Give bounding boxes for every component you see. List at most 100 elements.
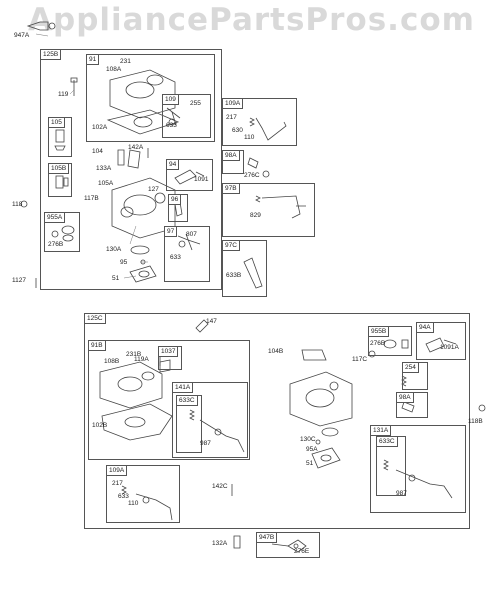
group-98A-upper: 98A — [222, 150, 244, 174]
callout-276E: 276E — [294, 548, 310, 555]
callout-130C: 130C — [300, 436, 316, 443]
group-label: 633C — [176, 395, 198, 406]
callout-110: 110 — [244, 134, 255, 141]
group-955A: 955A — [44, 212, 80, 252]
group-131A: 131A — [370, 425, 466, 513]
callout-987-141A: 987 — [200, 440, 211, 447]
group-125C: 125C — [84, 313, 470, 529]
callout-1091: 1091 — [194, 176, 209, 183]
callout-119: 119 — [58, 91, 69, 98]
callout-217-lower: 217 — [112, 480, 123, 487]
group-label: 109 — [162, 94, 179, 105]
group-633C-131A: 633C — [376, 436, 406, 496]
callout-255: 255 — [190, 100, 201, 107]
group-label: 125B — [40, 49, 62, 60]
group-label: 91 — [86, 54, 100, 65]
group-109: 109 — [162, 94, 211, 138]
callout-102B: 102B — [92, 422, 108, 429]
callout-117B: 117B — [84, 195, 99, 202]
callout-127: 127 — [148, 186, 159, 193]
callout-630: 630 — [232, 127, 243, 134]
callout-130A: 130A — [106, 246, 122, 253]
callout-947A: 947A — [14, 32, 30, 39]
callout-51-lower: 51 — [306, 460, 314, 467]
group-label: 98A — [396, 392, 414, 403]
group-109A-lower: 109A — [106, 465, 180, 523]
group-label: 125C — [84, 313, 106, 324]
callout-95: 95 — [120, 259, 128, 266]
callout-633-97: 633 — [170, 254, 181, 261]
callout-1091A: 1091A — [440, 344, 459, 351]
group-94A: 94A — [416, 322, 466, 360]
group-label: 91B — [88, 340, 106, 351]
callout-231: 231 — [120, 58, 131, 65]
callout-987-131A: 987 — [396, 490, 407, 497]
group-91: 91 — [86, 54, 215, 142]
callout-95A: 95A — [306, 446, 318, 453]
callout-102A: 102A — [92, 124, 108, 131]
group-label: 131A — [370, 425, 392, 436]
group-955B: 955B — [368, 326, 412, 356]
callout-104B: 104B — [268, 348, 284, 355]
group-label: 1037 — [158, 346, 179, 357]
group-109A-upper: 109A — [222, 98, 297, 146]
group-label: 141A — [172, 382, 194, 393]
group-label: 254 — [402, 362, 419, 373]
callout-110-lower: 110 — [128, 500, 139, 507]
callout-276B-lower: 276B — [370, 340, 386, 347]
group-1037: 1037 — [158, 346, 182, 370]
callout-105A: 105A — [98, 180, 114, 187]
callout-829: 829 — [250, 212, 261, 219]
callout-117C: 117C — [352, 356, 368, 363]
group-94: 94 — [166, 159, 213, 191]
group-125B: 125B — [40, 49, 222, 290]
group-947B: 947B — [256, 532, 320, 558]
group-label: 105 — [48, 117, 65, 128]
callout-104: 104 — [92, 148, 103, 155]
group-label: 97B — [222, 183, 240, 194]
group-91B: 91B — [88, 340, 250, 460]
callout-108A: 108A — [106, 66, 122, 73]
group-254: 254 — [402, 362, 428, 390]
callout-231B: 231B — [126, 351, 142, 358]
group-label: 947B — [256, 532, 278, 543]
callout-132A: 132A — [212, 540, 228, 547]
group-633C-141A: 633C — [176, 395, 202, 453]
group-97B: 97B — [222, 183, 315, 237]
group-96: 96 — [168, 194, 188, 222]
group-label: 98A — [222, 150, 240, 161]
group-label: 109A — [222, 98, 244, 109]
group-105: 105 — [48, 117, 72, 157]
group-97C: 97C — [222, 240, 267, 297]
callout-142C: 142C — [212, 483, 228, 490]
group-label: 105B — [48, 163, 70, 174]
watermark: AppliancePartsPros.com — [28, 2, 475, 38]
group-105B: 105B — [48, 163, 72, 197]
callout-108B: 108B — [104, 358, 120, 365]
group-label: 633C — [376, 436, 398, 447]
callout-142A: 142A — [128, 144, 144, 151]
callout-119A: 119A — [134, 356, 149, 363]
callout-807: 807 — [186, 231, 197, 238]
callout-51: 51 — [112, 275, 120, 282]
group-label: 97C — [222, 240, 240, 251]
group-label: 955B — [368, 326, 390, 337]
group-label: 96 — [168, 194, 182, 205]
callout-118B: 118B — [468, 418, 483, 425]
group-label: 97 — [164, 226, 178, 237]
group-label: 94A — [416, 322, 434, 333]
group-label: 955A — [44, 212, 66, 223]
callout-276B: 276B — [48, 241, 64, 248]
group-label: 109A — [106, 465, 128, 476]
callout-276C: 276C — [244, 172, 260, 179]
callout-633B: 633B — [226, 272, 242, 279]
callout-1127: 1127 — [12, 277, 26, 284]
group-label: 94 — [166, 159, 180, 170]
callout-633: 633 — [166, 122, 177, 129]
callout-133A: 133A — [96, 165, 112, 172]
group-141A: 141A — [172, 382, 248, 458]
callout-633-lower: 633 — [118, 493, 129, 500]
callout-118: 118 — [12, 201, 23, 208]
callout-217: 217 — [226, 114, 237, 121]
